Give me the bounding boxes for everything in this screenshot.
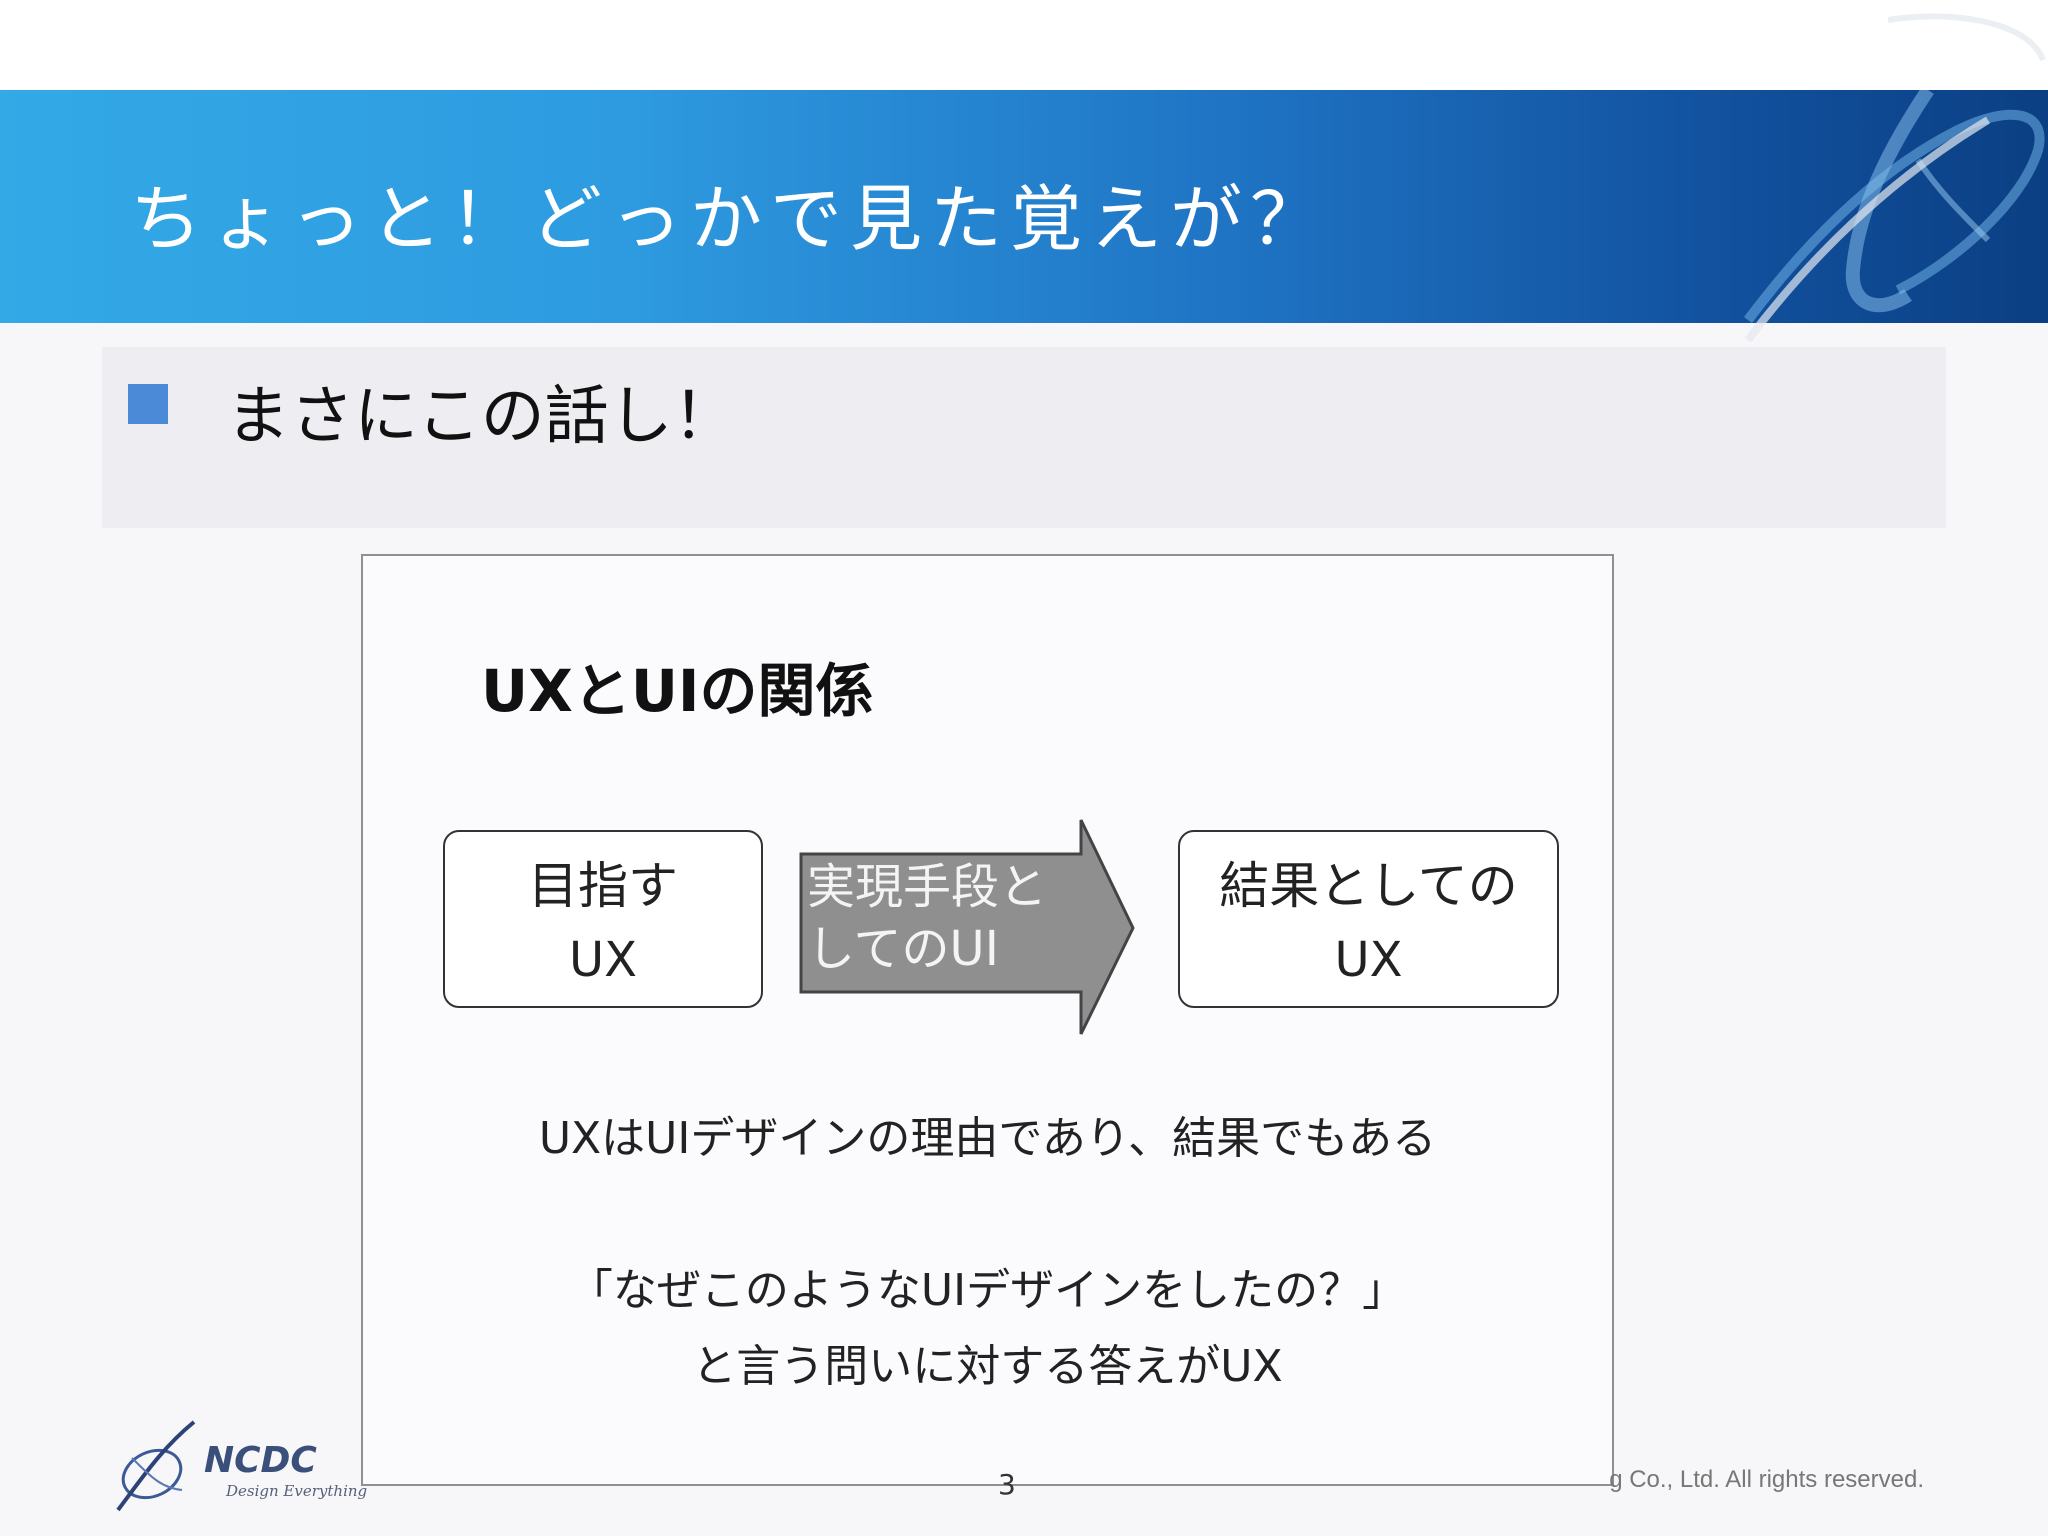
top-white-strip: [0, 0, 2048, 90]
bullet-square-icon: [128, 384, 168, 424]
embedded-slide-title: UXとUIの関係: [481, 657, 874, 725]
ui-arrow-label-line1: 実現手段と: [807, 859, 1048, 915]
result-ux-box-line2: UX: [1334, 932, 1403, 988]
goal-ux-box-line1: 目指す: [528, 857, 678, 915]
title-band: ちょっと！どっかで見た覚えが？: [0, 90, 2048, 323]
ncdc-logo: NCDC Design Everything: [112, 1418, 367, 1514]
ncdc-logo-mark-icon: [116, 1420, 196, 1512]
page-number: 3: [998, 1468, 1016, 1501]
copyright-text: g Co., Ltd. All rights reserved.: [1609, 1466, 1924, 1493]
background-swirl-icon: [1744, 13, 2046, 343]
ui-arrow-label: 実現手段と してのUI: [807, 856, 1057, 980]
goal-ux-box-line2: UX: [568, 932, 637, 988]
bullet-text: まさにこの話し！: [226, 380, 737, 454]
ui-arrow-icon: [799, 819, 1135, 1035]
goal-ux-box: 目指す UX: [443, 830, 763, 1008]
caption-answer: と言う問いに対する答えがUX: [692, 1341, 1283, 1392]
slide-title: ちょっと！どっかで見た覚えが？: [130, 177, 1331, 261]
caption-question: 「なぜこのようなUIデザインをしたの？」: [568, 1265, 1407, 1316]
ui-arrow-label-line2: してのUI: [807, 921, 999, 977]
result-ux-box-line1: 結果としての: [1219, 857, 1518, 915]
result-ux-box: 結果としての UX: [1178, 830, 1559, 1008]
bullet-panel: まさにこの話し！: [102, 347, 1946, 528]
caption-relationship: UXはUIデザインの理由であり、結果でもある: [538, 1113, 1437, 1164]
ncdc-logo-name: NCDC: [204, 1440, 317, 1481]
decorative-swirl-icon: [1744, 90, 2045, 323]
embedded-slide: UXとUIの関係 目指す UX 実現手段と してのUI 結果としての UX UX…: [361, 554, 1614, 1486]
ncdc-logo-tagline: Design Everything: [226, 1482, 368, 1500]
